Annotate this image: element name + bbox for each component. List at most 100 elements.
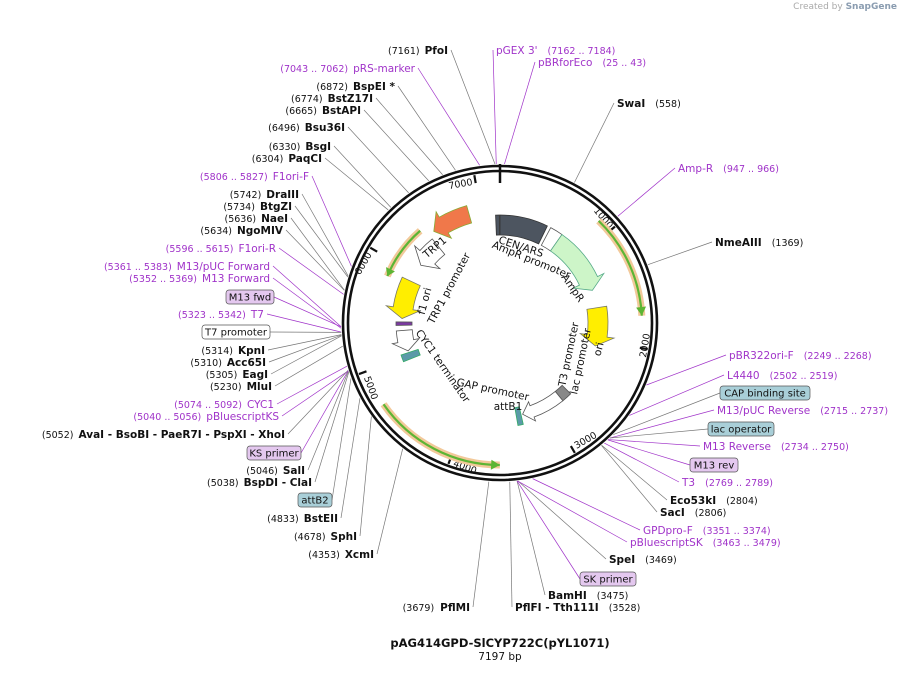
boxed-label-text: M13 fwd	[229, 293, 271, 304]
leader-line	[311, 175, 352, 267]
label-name: pBluescriptKS	[206, 411, 279, 423]
cyc1-terminator-arrow	[391, 329, 421, 352]
inner-label-ori: ori	[592, 341, 607, 357]
label-name: BspEI *	[353, 81, 396, 93]
label-name: BspDI - ClaI	[244, 477, 312, 489]
inner-label-attb1: attB1	[494, 401, 523, 413]
enzyme-label-pfoi: (7161)PfoI	[388, 45, 448, 57]
tick-mark	[358, 370, 367, 376]
cen-ars-block-2	[499, 214, 548, 245]
label-position: (3469)	[645, 555, 677, 566]
leader-line	[532, 478, 641, 531]
leader-line	[266, 313, 342, 333]
label-position: (5230)	[210, 382, 242, 393]
leader-line	[278, 247, 344, 295]
feature-label-pbluescriptsk: pBluescriptSK(3463 .. 3479)	[630, 537, 781, 549]
boxed-label-cap-binding-site: CAP binding site	[719, 385, 811, 401]
leader-line	[617, 167, 676, 217]
label-position: (3475)	[597, 591, 629, 602]
boxed-label-bg	[689, 457, 739, 473]
label-name: BtgZI	[260, 201, 292, 213]
leader-line	[314, 372, 350, 483]
label-name: PflMI	[440, 602, 470, 614]
enzyme-label-eagi: (5305)EagI	[206, 369, 268, 381]
enzyme-label-bspei: (6872)BspEI *	[316, 81, 395, 93]
label-position: (6496)	[268, 123, 300, 134]
label-name: BstAPI	[322, 105, 361, 117]
label-name: PfoI	[425, 45, 448, 57]
label-position: (6304)	[252, 154, 284, 165]
label-name: Amp-R	[678, 163, 713, 175]
enzyme-label-pflmi: (3679) PflMI	[403, 602, 470, 614]
leader-line	[509, 481, 513, 608]
boxed-label-bg	[297, 492, 333, 508]
label-position: (5052)	[42, 430, 74, 441]
label-name: NaeI	[261, 213, 288, 225]
feature-label-m13-reverse: M13 Reverse(2734 .. 2750)	[703, 441, 849, 453]
label-name: M13/pUC Forward	[177, 261, 270, 273]
boxed-label-text: T7 promoter	[204, 328, 268, 339]
enzyme-label-bspdi-clai: (5038)BspDI - ClaI	[207, 477, 312, 489]
enzyme-label-bstz17i: (6774)BstZ17I	[291, 93, 373, 105]
leader-line	[574, 102, 615, 183]
feature-label-pbr322ori-f: pBR322ori-F(2249 .. 2268)	[729, 350, 872, 362]
backbone-outer	[341, 164, 659, 482]
boxed-label-bg	[707, 421, 775, 437]
enzyme-label-draiii: (5742)DraIII	[230, 189, 299, 201]
plasmid-name: pAG414GPD-SlCYP722C(pYL1071)	[390, 636, 609, 650]
enzyme-label-bsu36i: (6496)Bsu36I	[268, 122, 345, 134]
label-position: (5310)	[190, 358, 222, 369]
leader-line	[274, 345, 343, 387]
boxed-label-text: SK primer	[583, 575, 633, 586]
label-name: KpnI	[238, 345, 265, 357]
label-name: M13/pUC Reverse	[717, 405, 810, 417]
tick-label: 2000	[638, 333, 653, 359]
enzyme-label-paqci: (6304)PaqCI	[252, 153, 322, 165]
label-position: (5074 .. 5092)	[174, 400, 242, 411]
label-position: (5314)	[201, 346, 233, 357]
label-name: NmeAIII	[715, 237, 762, 249]
feature-label-pgex-3: pGEX 3'(7162 .. 7184)	[496, 45, 615, 57]
leader-line	[290, 217, 345, 291]
leader-line	[397, 85, 456, 171]
enzyme-label-bsgi: (6330)BsgI	[269, 141, 331, 153]
leader-line	[331, 378, 352, 501]
feature-label-amp-r: Amp-R(947 .. 966)	[678, 163, 779, 175]
leader-line	[359, 416, 372, 537]
label-position: (5046)	[246, 466, 278, 477]
label-name: pBR322ori-F	[729, 350, 794, 362]
leader-line	[516, 480, 546, 596]
enzyme-label-spei: SpeI(3469)	[609, 554, 677, 566]
leader-line	[607, 439, 691, 466]
leader-line	[285, 229, 345, 291]
boxed-label-m13-fwd: M13 fwd	[225, 289, 275, 305]
label-name: L4440	[727, 370, 760, 382]
label-position: (3528)	[609, 603, 641, 614]
leader-line	[281, 370, 349, 417]
feature-label-pbluescriptks: (5040 .. 5056)pBluescriptKS	[133, 411, 279, 423]
boxed-label-bg	[579, 571, 637, 587]
label-name: AvaI - BsoBI - PaeR7I - PspXI - XhoI	[78, 429, 285, 441]
feature-label-prs-marker: (7043 .. 7062)pRS-marker	[280, 63, 415, 75]
leader-line	[363, 109, 430, 182]
leader-line	[604, 442, 680, 483]
boxed-label-text: M13 rev	[694, 461, 735, 472]
boxed-label-lac-operator: lac operator	[707, 421, 775, 437]
label-name: XcmI	[345, 549, 374, 561]
label-position: (3679)	[403, 603, 435, 614]
feature-label-t3: T3(2769 .. 2789)	[681, 477, 773, 489]
leader-line	[307, 370, 349, 471]
attb1-block	[514, 406, 524, 426]
tick-label: 6000	[353, 251, 375, 277]
label-name: Eco53kI	[670, 495, 716, 507]
enzyme-label-sali: (5046)SalI	[246, 465, 305, 477]
leader-line	[340, 398, 361, 519]
label-name: BsgI	[305, 141, 331, 153]
boxed-label-text: lac operator	[711, 425, 772, 436]
label-position: (1369)	[772, 238, 804, 249]
label-leader-lines	[266, 49, 727, 608]
gap-promoter-arrow	[522, 390, 564, 422]
label-position: (2806)	[695, 508, 727, 519]
leader-line	[517, 480, 607, 560]
